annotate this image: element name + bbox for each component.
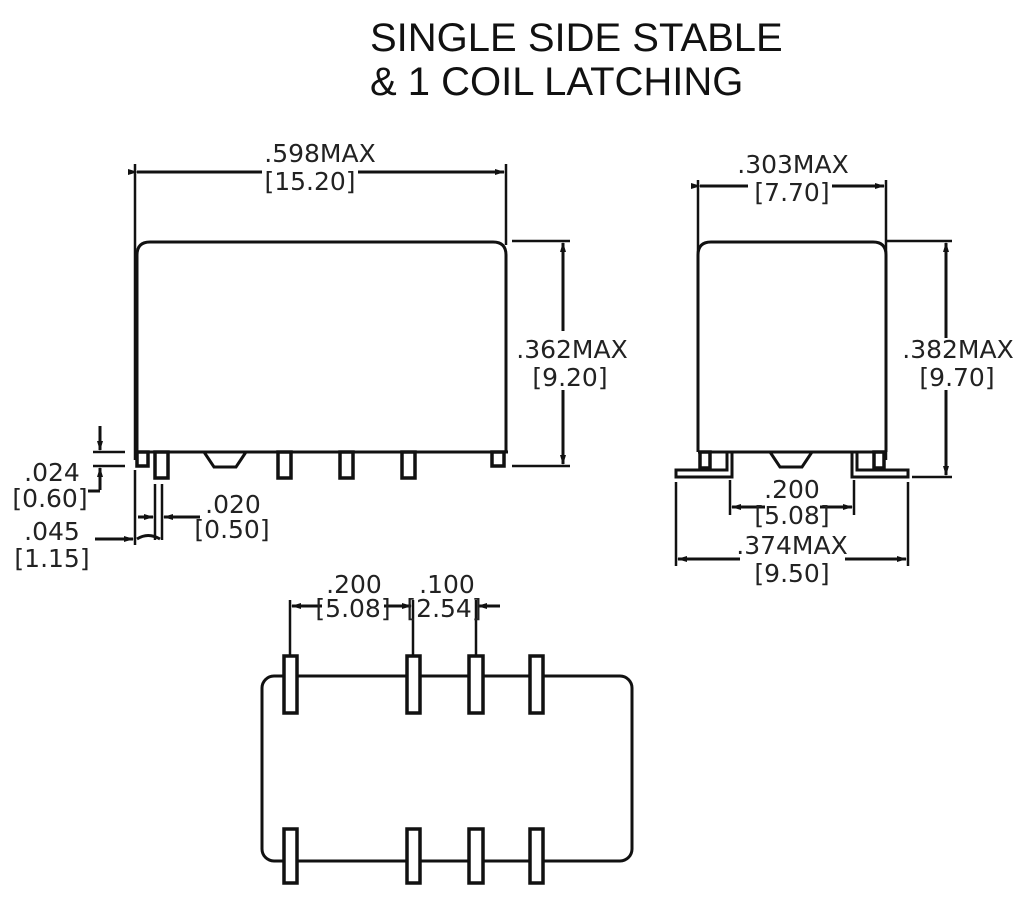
- side-width-mm: [7.70]: [754, 178, 829, 207]
- front-width-mm: [15.20]: [264, 167, 355, 196]
- side-width-inch: .303MAX: [737, 150, 848, 179]
- front-pin-standoff-left: [135, 450, 150, 468]
- front-pin: [153, 450, 170, 480]
- bottom-pin-bottom: [282, 827, 299, 885]
- side-overall-width-mm: [9.50]: [754, 559, 829, 588]
- bottom-pin-top: [405, 654, 422, 715]
- title-line-1: SINGLE SIDE STABLE: [370, 16, 783, 60]
- pin-width-inch: .020: [205, 490, 261, 519]
- front-view: .598MAX [15.20] .362MAX [9.20] .024 [0.6…: [12, 139, 627, 573]
- side-view: .303MAX [7.70] .382MAX [9.70] .200 [5.08…: [674, 150, 1014, 588]
- bottom-pin-bottom: [528, 827, 545, 885]
- bottom-pin-top: [282, 654, 299, 715]
- side-pin-spacing-mm: [5.08]: [754, 501, 829, 530]
- bottom-pin-bottom: [467, 827, 485, 885]
- bottom-pin-bottom: [405, 827, 422, 885]
- pin-width-mm: [0.50]: [194, 515, 269, 544]
- bottom-pin-top: [528, 654, 545, 715]
- pin-offset-inch: .045: [24, 517, 80, 546]
- standoff-mm: [0.60]: [12, 484, 87, 513]
- diagram-title: SINGLE SIDE STABLE & 1 COIL LATCHING: [370, 16, 783, 104]
- bottom-pin-top: [467, 654, 485, 715]
- front-height-mm: [9.20]: [532, 363, 607, 392]
- front-pin: [338, 450, 355, 480]
- title-line-2: & 1 COIL LATCHING: [370, 60, 744, 104]
- side-height-inch: .382MAX: [902, 335, 1013, 364]
- front-width-inch: .598MAX: [264, 139, 375, 168]
- bottom-view: .200 [5.08] .100 [2.54]: [260, 570, 634, 885]
- standoff-inch: .024: [24, 458, 80, 487]
- pitch-b-inch: .100: [419, 570, 475, 599]
- front-pin: [400, 450, 417, 480]
- side-overall-width-inch: .374MAX: [736, 531, 847, 560]
- front-height-inch: .362MAX: [516, 335, 627, 364]
- front-pin-standoff-right: [490, 450, 506, 468]
- pin-offset-mm: [1.15]: [14, 544, 89, 573]
- pitch-a-mm: [5.08]: [315, 594, 390, 623]
- front-pin: [276, 450, 293, 480]
- side-pin-spacing-inch: .200: [764, 475, 820, 504]
- pitch-a-inch: .200: [326, 570, 382, 599]
- pitch-b-mm: [2.54]: [406, 594, 481, 623]
- front-pin-notch: [202, 451, 248, 469]
- side-height-mm: [9.70]: [919, 363, 994, 392]
